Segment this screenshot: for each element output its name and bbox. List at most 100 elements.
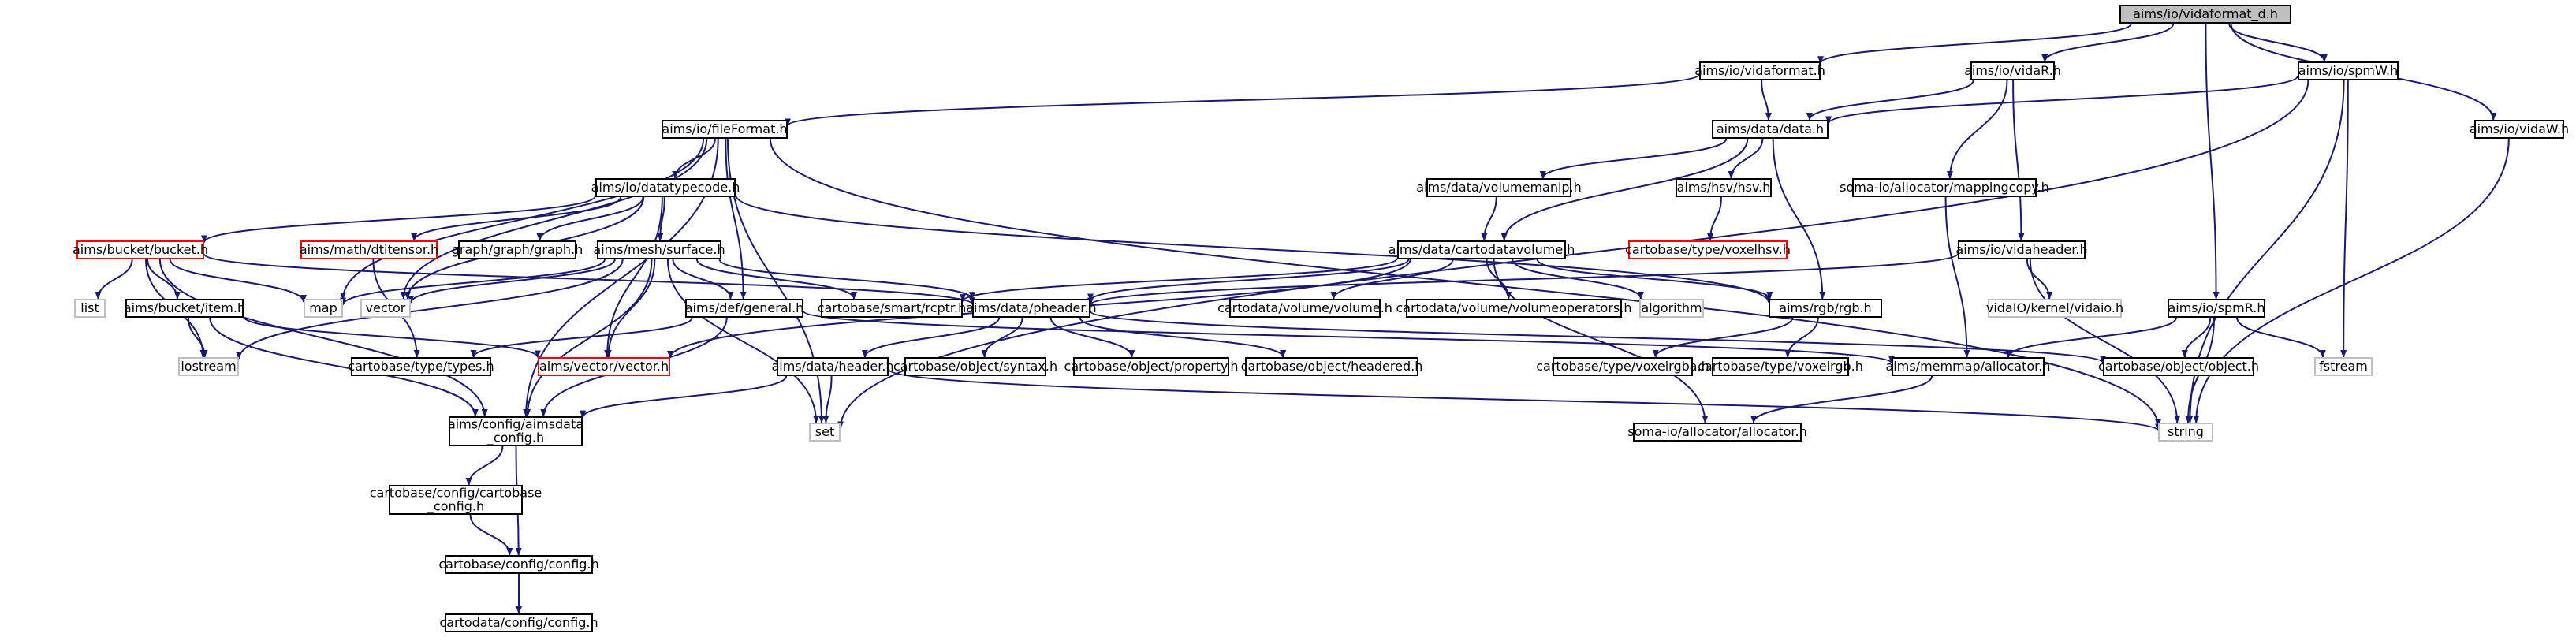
graph-node: fstream bbox=[2314, 357, 2373, 376]
graph-node[interactable]: aims/io/fileFormat.h bbox=[662, 120, 788, 139]
graph-node[interactable]: aims/vector/vector.h bbox=[538, 357, 670, 376]
node-label: vidaIO/kernel/vidaio.h bbox=[1986, 300, 2123, 315]
dependency-edge bbox=[2005, 317, 2177, 358]
graph-node[interactable]: aims/io/vidaheader.h bbox=[1955, 240, 2088, 259]
graph-node[interactable]: soma-io/allocator/allocator.h bbox=[1627, 423, 1807, 442]
node-label: list bbox=[80, 300, 99, 315]
dependency-edge bbox=[2205, 23, 2220, 300]
edges-layer bbox=[95, 23, 2510, 614]
graph-node[interactable]: cartobase/object/syntax.h bbox=[893, 357, 1057, 376]
dependency-edge bbox=[1728, 138, 1764, 179]
graph-node[interactable]: aims/io/vidaformat_d.h bbox=[2119, 5, 2291, 24]
node-label: aims/vector/vector.h bbox=[539, 359, 669, 374]
node-label: set bbox=[815, 424, 834, 439]
graph-node[interactable]: aims/data/data.h bbox=[1712, 120, 1829, 139]
graph-node[interactable]: cartobase/type/voxelrgba.h bbox=[1536, 357, 1709, 376]
node-box bbox=[809, 423, 841, 442]
graph-node[interactable]: aims/math/dtitensor.h bbox=[300, 240, 438, 259]
node-box bbox=[389, 485, 523, 515]
node-box bbox=[1397, 240, 1566, 259]
dependency-edge bbox=[960, 257, 1398, 303]
graph-node[interactable]: cartodata/config/config.h bbox=[439, 613, 598, 632]
node-label: cartobase/type/voxelrgb.h bbox=[1698, 359, 1863, 374]
graph-node[interactable]: aims/data/header.h bbox=[771, 357, 894, 376]
graph-node[interactable]: cartodata/volume/volumeoperators.h bbox=[1396, 299, 1632, 318]
node-box bbox=[1633, 423, 1802, 442]
node-label: soma-io/allocator/allocator.h bbox=[1627, 424, 1807, 439]
graph-node[interactable]: cartobase/object/object.h bbox=[2098, 357, 2259, 376]
dependency-edge bbox=[1806, 80, 1974, 121]
graph-node[interactable]: aims/def/general.h bbox=[685, 299, 804, 318]
graph-node[interactable]: aims/data/pheader.h bbox=[966, 299, 1097, 318]
dependency-edge bbox=[1049, 317, 1135, 358]
dependency-edge bbox=[1539, 138, 1728, 179]
graph-node[interactable]: aims/memmap/allocator.h bbox=[1886, 357, 2051, 376]
graph-node[interactable]: aims/data/cartodatavolume.h bbox=[1389, 240, 1575, 259]
graph-node[interactable]: cartobase/config/cartobase_config.h bbox=[370, 485, 542, 515]
dependency-edge bbox=[604, 196, 663, 358]
dependency-edge bbox=[735, 195, 1772, 304]
graph-node[interactable]: aims/io/datatypecode.h bbox=[591, 178, 740, 197]
graph-node: list bbox=[74, 299, 106, 318]
graph-node[interactable]: aims/bucket/item.h bbox=[124, 299, 245, 318]
dependency-edge bbox=[2228, 23, 2328, 62]
graph-node[interactable]: aims/io/vidaW.h bbox=[2470, 120, 2569, 139]
node-box bbox=[821, 299, 963, 318]
graph-node[interactable]: cartobase/config/config.h bbox=[438, 555, 599, 574]
graph-node[interactable]: cartobase/smart/rcptr.h bbox=[818, 299, 967, 318]
node-label: cartobase/config/cartobase bbox=[370, 486, 542, 501]
graph-node[interactable]: aims/config/aimsdata_config.h bbox=[448, 416, 583, 446]
graph-node[interactable]: cartodata/volume/volume.h bbox=[1217, 299, 1392, 318]
dependency-edge bbox=[1481, 196, 1497, 241]
node-box bbox=[1958, 240, 2086, 259]
graph-node[interactable]: aims/io/vidaR.h bbox=[1964, 61, 2061, 80]
node-label: aims/io/vidaheader.h bbox=[1955, 242, 2087, 257]
node-box bbox=[2298, 61, 2399, 80]
dependency-edge bbox=[209, 317, 479, 417]
graph-node[interactable]: aims/io/spmW.h bbox=[2298, 61, 2399, 80]
node-box bbox=[458, 240, 576, 259]
graph-node[interactable]: aims/io/vidaformat.h bbox=[1694, 61, 1825, 80]
node-label: aims/io/vidaR.h bbox=[1964, 63, 2061, 78]
node-label: aims/rgb/rgb.h bbox=[1779, 300, 1871, 315]
graph-node[interactable]: aims/data/volumemanip.h bbox=[1416, 178, 1582, 197]
dependency-edge bbox=[1947, 80, 2008, 179]
graph-node[interactable]: aims/rgb/rgb.h bbox=[1769, 299, 1882, 318]
node-label: aims/io/vidaW.h bbox=[2470, 121, 2569, 136]
node-label: map bbox=[309, 300, 337, 315]
node-box bbox=[2474, 120, 2564, 139]
node-box bbox=[1769, 299, 1882, 318]
graph-node[interactable]: cartobase/object/headered.h bbox=[1241, 357, 1423, 376]
dependency-edge bbox=[243, 315, 541, 359]
node-box bbox=[1245, 357, 1418, 376]
graph-node[interactable]: cartobase/type/voxelrgb.h bbox=[1698, 357, 1863, 376]
node-label: cartodata/volume/volumeoperators.h bbox=[1396, 300, 1632, 315]
graph-node[interactable]: aims/io/spmR.h bbox=[2168, 299, 2265, 318]
dependency-edge bbox=[2340, 80, 2349, 358]
dependency-edge bbox=[769, 138, 2161, 427]
dependency-edge bbox=[147, 259, 181, 300]
graph-node[interactable]: cartobase/type/types.h bbox=[348, 357, 494, 376]
node-label: cartobase/smart/rcptr.h bbox=[818, 300, 967, 315]
graph-node[interactable]: cartobase/type/voxelhsv.h bbox=[1625, 240, 1791, 259]
node-box bbox=[685, 299, 803, 318]
dependency-edge bbox=[981, 317, 1023, 358]
dependency-edge bbox=[725, 138, 747, 300]
graph-node[interactable]: cartobase/object/property.h bbox=[1064, 357, 1239, 376]
graph-node[interactable]: soma-io/allocator/mappingcopy.h bbox=[1840, 178, 2049, 197]
graph-node[interactable]: aims/bucket/bucket.h bbox=[73, 240, 208, 259]
node-box bbox=[449, 416, 583, 446]
graph-node[interactable]: aims/mesh/surface.h bbox=[593, 240, 725, 259]
node-label: fstream bbox=[2319, 359, 2368, 374]
node-box bbox=[1426, 178, 1571, 197]
node-label: aims/data/data.h bbox=[1717, 121, 1824, 136]
dependency-edge bbox=[187, 317, 208, 358]
dependency-edge bbox=[1784, 317, 1819, 358]
node-box bbox=[351, 357, 491, 376]
graph-node[interactable]: aims/hsv/hsv.h bbox=[1676, 178, 1772, 197]
graph-node[interactable]: graph/graph/graph.h bbox=[452, 240, 583, 259]
dependency-edge bbox=[2041, 23, 2175, 62]
dependency-edge bbox=[340, 138, 705, 300]
dependency-edge bbox=[1079, 317, 1287, 358]
